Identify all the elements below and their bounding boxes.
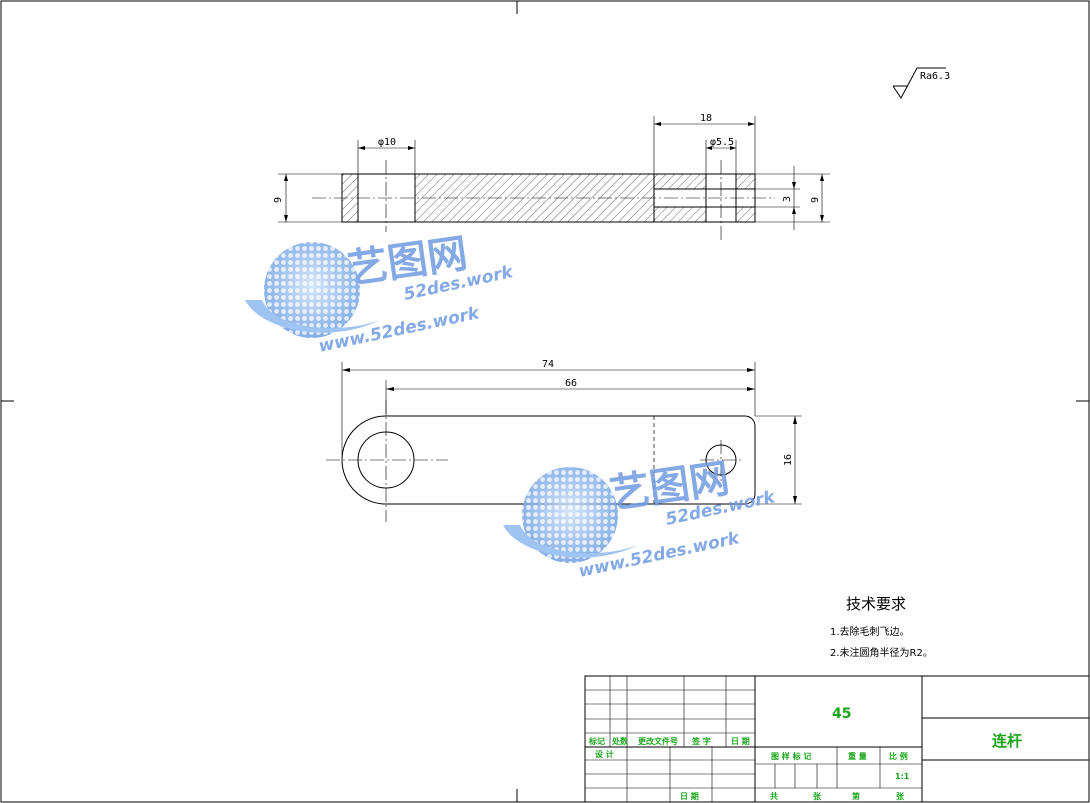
hatch-left-wall [342,174,358,222]
top-view: 74 66 16 [326,359,802,522]
hatch-slot-bottom [654,207,706,222]
label-signature: 签 字 [691,736,711,746]
label-date-2: 日 期 [680,791,699,801]
dim-length-74: 74 [542,359,554,370]
roughness-value: Ra6.3 [920,71,950,82]
material-value: 45 [832,706,851,722]
dim-dia-left: φ10 [378,137,396,148]
hatch-right-bottom [736,207,755,222]
dim-thickness-left: 9 [273,197,284,203]
dim-height-16: 16 [783,454,794,466]
label-date: 日 期 [731,736,750,746]
label-weight: 重 量 [848,751,867,761]
scale-value: 1:1 [895,772,910,781]
hatch-slot-top [654,174,706,189]
dim-slot-3: 3 [782,196,793,202]
label-scale: 比 例 [889,751,908,761]
part-name: 连杆 [992,732,1022,750]
section-view: φ10 18 φ5.5 9 9 3 [273,113,830,242]
roughness-symbol: Ra6.3 [892,67,950,99]
label-mark: 标记 [588,736,605,746]
tech-item-1: 1.去除毛刺飞边。 [830,625,910,638]
tech-requirements: 技术要求 1.去除毛刺飞边。 2.未注圆角半径为R2。 [830,595,933,659]
dim-thickness-right: 9 [810,197,821,203]
hatch-right-top [736,174,755,189]
dim-length-66: 66 [565,378,577,389]
label-design: 设 计 [595,749,614,759]
label-total: 共 [770,791,778,801]
label-sheets: 张 [813,792,822,801]
tech-title: 技术要求 [846,595,906,613]
title-block: 标记 处数 更改文件号 签 字 日 期 设 计 日 期 45 图 样 标 记 重… [584,675,1090,803]
dim-dia-right: φ5.5 [710,137,734,148]
dim-width-18: 18 [700,113,712,124]
label-count: 处数 [611,736,629,746]
tech-item-2: 2.未注圆角半径为R2。 [830,646,933,659]
label-stage-mark: 图 样 标 记 [771,751,811,761]
link-outline [341,415,756,505]
label-sheet-no: 第 [852,791,860,801]
label-change-doc: 更改文件号 [638,736,678,746]
label-sheet-unit: 张 [896,792,905,801]
watermark-center: 艺图网 52des.work www.52des.work [503,456,778,582]
watermark-top: 艺图网 52des.work www.52des.work [245,231,516,357]
